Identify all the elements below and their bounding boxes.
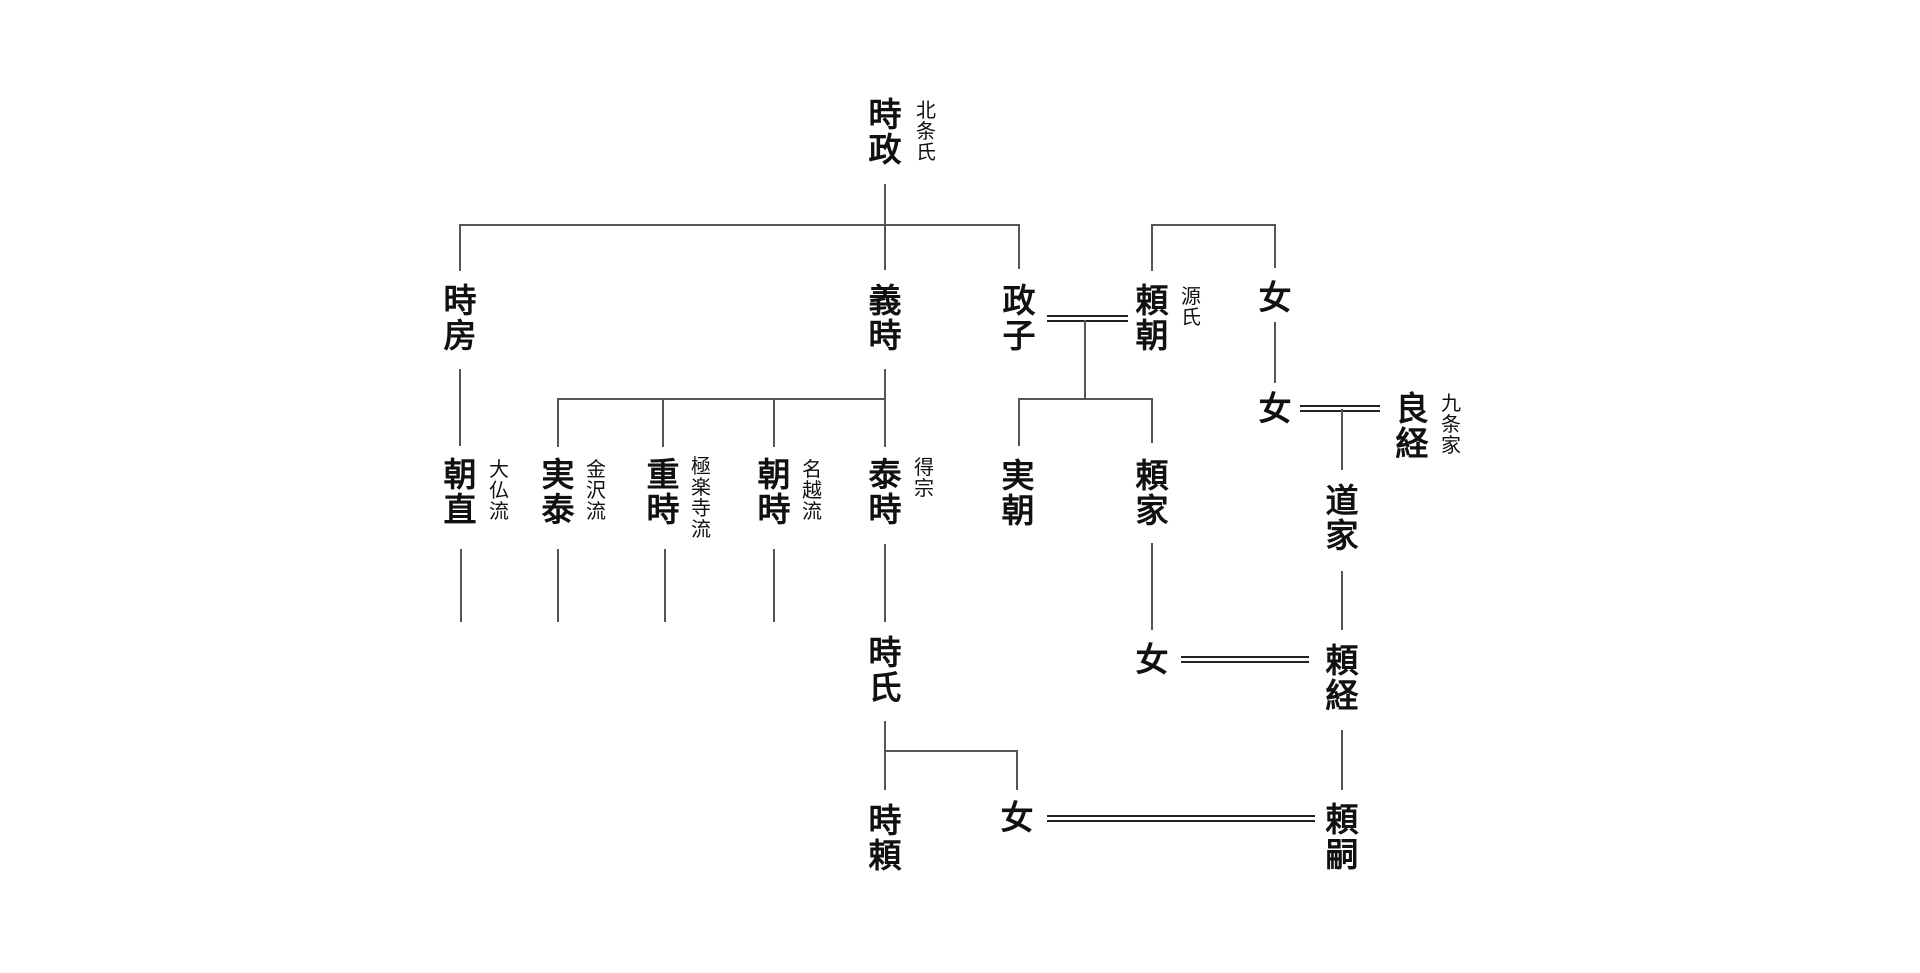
line-to-saneyasu <box>557 398 559 447</box>
clan-label-minamoto: 源氏 <box>1181 284 1201 329</box>
line-to-yoritomo <box>1151 224 1153 271</box>
line-to-michiie <box>1341 409 1343 470</box>
line-yoriie-daughter3 <box>1151 543 1153 630</box>
line-to-daughter1 <box>1274 224 1276 268</box>
marriage-masako-yoritomo <box>1047 315 1128 322</box>
clan-label-hojo: 北条氏 <box>916 98 936 164</box>
line-yoshitoki-down <box>884 369 886 447</box>
line-to-sanetomo <box>1018 398 1020 446</box>
line-tomotoki-down <box>773 549 775 622</box>
person-tokifusa: 時房 <box>443 281 477 355</box>
branch-label-tokuso: 得宗 <box>914 455 934 500</box>
line-to-daughter4 <box>1016 750 1018 790</box>
line-tomonao-down <box>460 549 462 622</box>
line-yoshitoki-children-bar <box>557 398 885 400</box>
line-to-shigetoki <box>662 398 664 447</box>
marriage-daughter3-yoritsune <box>1181 656 1309 663</box>
line-masako-children-bar <box>1018 398 1153 400</box>
line-tokimasa-children-bar <box>459 224 1020 226</box>
line-tokifusa-tomonao <box>459 369 461 446</box>
line-yasutoki-tokiuji <box>884 544 886 622</box>
person-yoriie: 頼家 <box>1135 456 1169 530</box>
line-yoritomo-sibling-bar <box>1151 224 1275 226</box>
person-sanetomo: 実朝 <box>1001 456 1035 530</box>
line-to-tokifusa <box>459 224 461 271</box>
person-yoritsugu: 頼嗣 <box>1325 800 1359 874</box>
person-daughter4: 女 <box>1000 798 1034 837</box>
person-tomonao: 朝直 <box>443 455 477 529</box>
person-tokimasa: 時政 <box>868 95 902 169</box>
branch-label-nagoe: 名越流 <box>802 457 822 523</box>
line-tokiuji-children-bar <box>884 750 1017 752</box>
person-yoritomo: 頼朝 <box>1135 281 1169 355</box>
line-yoritsune-yoritsugu <box>1341 730 1343 790</box>
person-yoshitsune: 良経 <box>1395 389 1429 463</box>
branch-label-gokurakuji: 極楽寺流 <box>691 454 711 541</box>
person-daughter1: 女 <box>1258 278 1292 317</box>
line-masako-yoritomo-children <box>1084 320 1086 399</box>
line-tokiuji-down <box>884 721 886 790</box>
branch-label-kanazawa: 金沢流 <box>586 457 606 523</box>
person-masako: 政子 <box>1002 281 1036 355</box>
clan-label-kujo: 九条家 <box>1441 391 1461 457</box>
person-yasutoki: 泰時 <box>868 455 902 529</box>
person-daughter2: 女 <box>1258 389 1292 428</box>
line-to-yoriie <box>1151 398 1153 443</box>
person-michiie: 道家 <box>1325 481 1359 555</box>
person-shigetoki: 重時 <box>646 455 680 529</box>
branch-label-osaragi: 大仏流 <box>489 457 509 523</box>
person-tokiyori: 時頼 <box>868 801 902 875</box>
marriage-daughter2-yoshitsune <box>1300 405 1380 412</box>
line-shigetoki-down <box>664 549 666 622</box>
line-saneyasu-down <box>557 549 559 622</box>
person-tokiuji: 時氏 <box>868 633 902 707</box>
person-tomotoki: 朝時 <box>757 455 791 529</box>
marriage-daughter4-yoritsugu <box>1047 815 1315 822</box>
line-daughter1-daughter2 <box>1274 322 1276 383</box>
person-saneyasu: 実泰 <box>541 455 575 529</box>
person-yoritsune: 頼経 <box>1325 641 1359 715</box>
line-to-masako <box>1018 224 1020 269</box>
line-to-tomotoki <box>773 398 775 447</box>
person-yoshitoki: 義時 <box>868 281 902 355</box>
line-michiie-yoritsune <box>1341 571 1343 630</box>
line-tokimasa-down <box>884 184 886 270</box>
person-daughter3: 女 <box>1135 640 1169 679</box>
